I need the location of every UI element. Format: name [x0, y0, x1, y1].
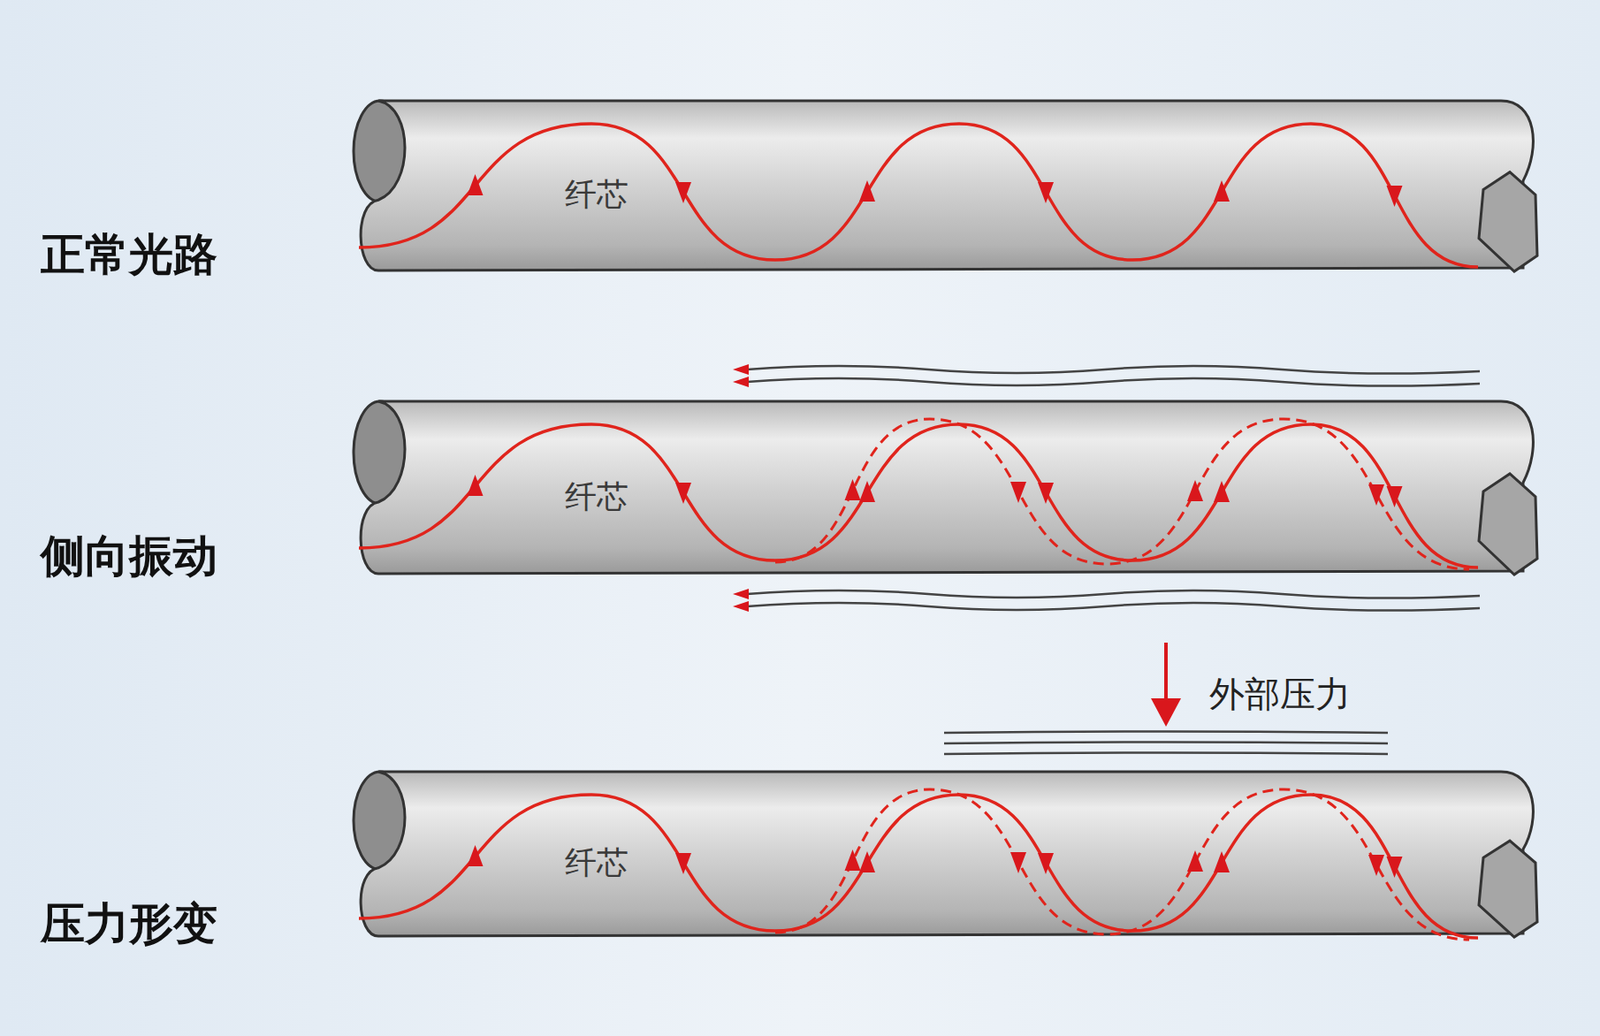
light-path — [358, 419, 1479, 570]
tube-cut-end — [1478, 840, 1538, 938]
light-path — [358, 123, 1479, 267]
light-arrowhead — [1010, 852, 1027, 874]
state-label: 正常光路 — [40, 225, 218, 285]
light-arrowhead — [675, 482, 692, 504]
shifted-light-ray — [775, 419, 1470, 570]
pressure-arrow — [1150, 642, 1181, 727]
light-arrowhead — [1037, 482, 1054, 504]
light-arrowhead — [1386, 185, 1403, 207]
light-path — [358, 789, 1479, 940]
light-arrowhead — [675, 182, 692, 204]
light-arrowhead — [1386, 486, 1403, 508]
fiber-tube: 纤芯 — [351, 99, 1541, 274]
fiber-tube: 纤芯 — [351, 769, 1541, 939]
light-arrowhead — [1187, 480, 1204, 502]
tube-body — [360, 401, 1533, 574]
light-arrowhead — [1368, 854, 1385, 877]
state-label: 侧向振动 — [40, 526, 218, 587]
light-arrowhead — [1213, 851, 1230, 873]
tube-illustration — [351, 99, 1541, 274]
core-label: 纤芯 — [564, 475, 629, 519]
light-arrowhead — [1187, 850, 1204, 872]
light-arrowhead — [1213, 180, 1230, 202]
shifted-light-ray — [775, 789, 1470, 940]
tube-illustration — [351, 399, 1541, 577]
fiber-tube: 纤芯 — [351, 399, 1541, 577]
light-arrowhead — [1368, 484, 1385, 506]
pressure-plate — [944, 731, 1388, 755]
light-arrowhead — [1386, 856, 1403, 878]
tube-body — [360, 100, 1533, 271]
light-arrowhead — [845, 479, 861, 501]
tube-cut-end — [1478, 172, 1538, 272]
light-ray — [358, 424, 1479, 568]
light-arrowhead — [859, 480, 876, 503]
light-arrowhead — [1037, 853, 1054, 875]
light-arrowhead — [859, 180, 876, 202]
light-arrowhead — [1010, 481, 1027, 503]
light-arrowhead — [1037, 182, 1054, 204]
light-arrowhead — [859, 851, 876, 873]
tube-cut-end — [1478, 473, 1538, 575]
light-ray — [358, 794, 1479, 938]
light-ray — [358, 123, 1479, 267]
light-arrowhead — [1213, 480, 1230, 503]
light-arrowhead — [467, 474, 484, 496]
light-arrowhead — [467, 845, 484, 867]
state-label: 压力形变 — [40, 894, 218, 954]
core-label: 纤芯 — [564, 173, 629, 217]
core-label: 纤芯 — [564, 841, 629, 885]
light-arrowhead — [675, 853, 692, 875]
light-arrowhead — [467, 174, 484, 196]
force-label: 外部压力 — [1209, 670, 1351, 719]
tube-illustration — [351, 769, 1541, 939]
light-arrowhead — [845, 849, 861, 871]
